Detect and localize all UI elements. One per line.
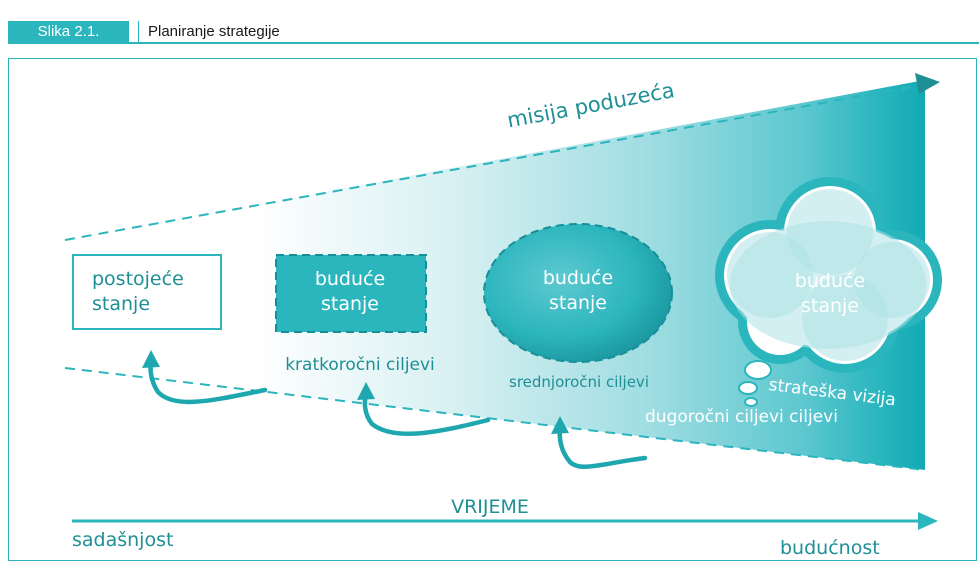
header-divider bbox=[138, 21, 139, 42]
mid-term-state-label: buduće stanje bbox=[542, 267, 614, 314]
mid-term-goals-label: srednjoročni ciljevi bbox=[509, 373, 649, 391]
short-term-goals-label: kratkoročni ciljevi bbox=[285, 355, 435, 375]
thought-bubbles bbox=[738, 360, 772, 407]
mid-term-state-ellipse bbox=[483, 223, 673, 363]
progress-arrowheads bbox=[142, 350, 569, 434]
wedge-top-edge bbox=[64, 84, 923, 241]
arrow-to-mid-term-state bbox=[557, 425, 648, 469]
current-state-box: postojeće stanje bbox=[72, 254, 222, 330]
time-axis-end-label: budućnost bbox=[780, 537, 880, 559]
time-axis-label: VRIJEME bbox=[451, 496, 529, 518]
diagram-frame bbox=[8, 58, 977, 561]
arrow-to-current-state bbox=[148, 359, 268, 405]
long-term-state-cloud bbox=[715, 177, 942, 373]
time-axis-start-label: sadašnjost bbox=[72, 529, 174, 551]
long-term-goals-label: dugoročni ciljevi ciljevi bbox=[645, 407, 838, 427]
wedge-bottom-edge bbox=[64, 367, 926, 471]
time-axis-arrowhead bbox=[918, 512, 938, 530]
figure-label: Slika 2.1. bbox=[8, 21, 129, 42]
figure-header: Slika 2.1. Planiranje strategije bbox=[0, 0, 979, 44]
mission-arrowhead bbox=[915, 73, 940, 94]
short-term-state-label: buduće stanje bbox=[314, 268, 386, 315]
current-state-label: postojeće stanje bbox=[92, 268, 184, 315]
arrow-to-short-term-state bbox=[362, 391, 491, 437]
progress-arrows bbox=[148, 359, 648, 469]
long-term-state-label: buduće stanje bbox=[794, 270, 866, 317]
short-term-state-box bbox=[275, 254, 427, 333]
figure-title: Planiranje strategije bbox=[148, 23, 280, 40]
header-underline bbox=[8, 42, 979, 44]
